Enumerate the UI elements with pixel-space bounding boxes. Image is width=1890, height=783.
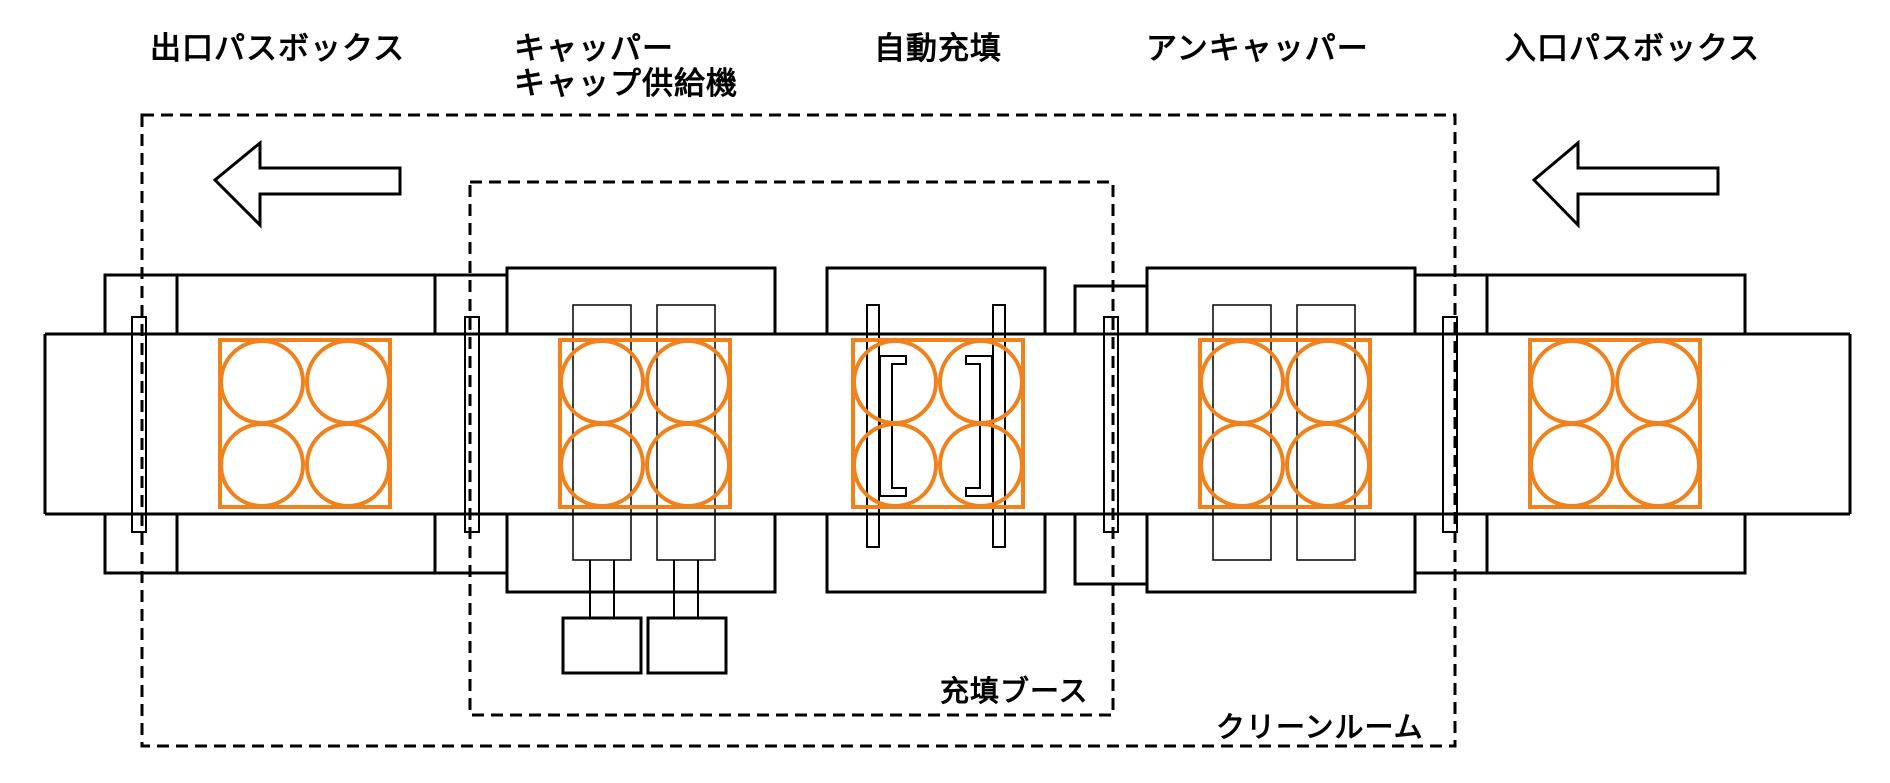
auto-filling-station bbox=[825, 266, 1047, 594]
label-capper: キャッパー bbox=[514, 31, 674, 67]
container-tray-uncapper bbox=[1198, 338, 1372, 509]
container-tray-inlet bbox=[1528, 338, 1702, 509]
inlet-passbox bbox=[1413, 273, 1747, 575]
label-uncapper: アンキャッパー bbox=[1146, 31, 1369, 67]
label-clean-room: クリーンルーム bbox=[1216, 710, 1424, 744]
cap-feeder-unit bbox=[561, 616, 643, 675]
container-tray-capper bbox=[558, 338, 732, 509]
cap-feeder-unit bbox=[646, 616, 728, 675]
label-filling-booth: 充填ブース bbox=[940, 674, 1089, 708]
label-inlet-passbox: 入口パスボックス bbox=[1505, 31, 1761, 67]
label-cap-feeder: キャップ供給機 bbox=[514, 66, 738, 102]
clean-room-boundary bbox=[140, 113, 1457, 748]
container-tray-filling bbox=[851, 338, 1025, 509]
label-auto-filling: 自動充填 bbox=[874, 31, 1002, 67]
label-outlet-passbox: 出口パスボックス bbox=[150, 31, 406, 67]
container-tray-outlet bbox=[218, 338, 392, 509]
flow-arrow-outlet bbox=[212, 139, 402, 229]
capper-station bbox=[433, 266, 777, 675]
flow-arrow-inlet bbox=[1531, 139, 1720, 229]
uncapper-station bbox=[1073, 266, 1417, 594]
